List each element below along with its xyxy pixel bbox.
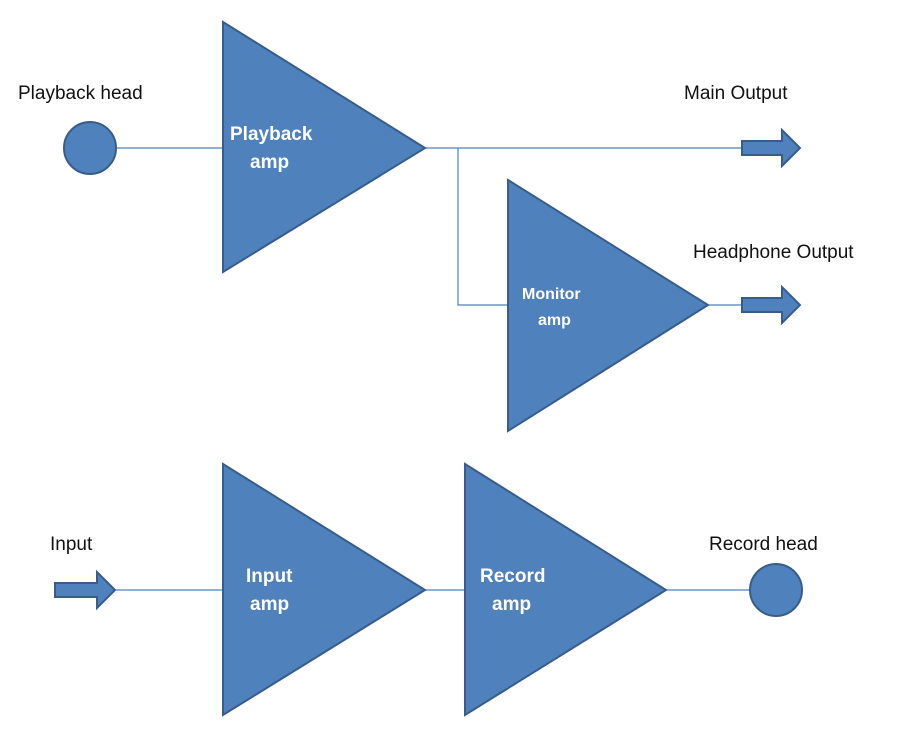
playback-amp-triangle xyxy=(222,20,427,274)
record-amp: Record amp xyxy=(464,462,668,717)
record-amp-triangle xyxy=(464,462,668,717)
playback-amp-label-line2: amp xyxy=(250,152,289,173)
playback-head-icon xyxy=(63,121,117,175)
wire-branch-to-monitor-amp xyxy=(457,148,508,306)
record-head-label: Record head xyxy=(709,534,818,555)
playback-amp-label-line1: Playback xyxy=(230,124,313,145)
input-amp-label-line2: amp xyxy=(250,594,289,615)
headphone-output-arrow-icon xyxy=(741,284,802,326)
input-label: Input xyxy=(50,534,93,555)
wires xyxy=(115,147,750,591)
record-amp-label-line2: amp xyxy=(492,594,531,615)
playback-amp: Playback amp xyxy=(222,20,427,274)
input-arrow-icon xyxy=(54,569,117,611)
headphone-output-label: Headphone Output xyxy=(693,242,854,263)
record-amp-label-line1: Record xyxy=(480,566,545,587)
record-head-icon xyxy=(749,563,803,617)
playback-head-label: Playback head xyxy=(18,83,143,104)
input-amp-label-line1: Input xyxy=(246,566,293,587)
input-amp: Input amp xyxy=(222,462,427,717)
main-output-label: Main Output xyxy=(684,83,788,104)
monitor-amp-label-line1: Monitor xyxy=(522,286,581,303)
monitor-amp: Monitor amp xyxy=(507,178,710,433)
monitor-amp-triangle xyxy=(507,178,710,433)
main-output-arrow-icon xyxy=(741,127,802,169)
monitor-amp-label-line2: amp xyxy=(538,312,571,329)
input-amp-triangle xyxy=(222,462,427,717)
